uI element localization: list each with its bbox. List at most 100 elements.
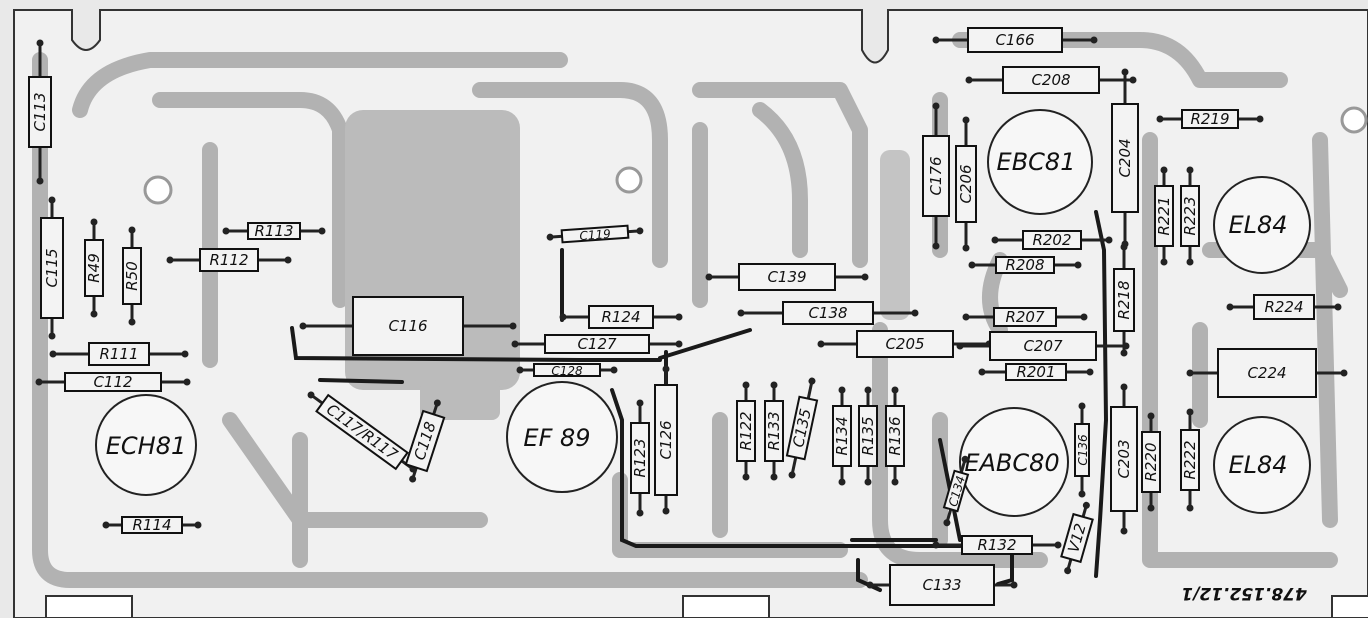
tube-ech81: ECH81 — [95, 394, 197, 496]
board-part-number: 478.152.12/1 — [1181, 583, 1308, 603]
component-body — [64, 372, 162, 392]
tube-el84-lower: EL84 — [1213, 416, 1311, 514]
component-r50: R50 — [122, 226, 142, 326]
component-label: C138 — [808, 304, 847, 322]
component-body — [764, 400, 784, 462]
solder-pad — [1186, 369, 1194, 377]
component-c203: C203 — [1110, 383, 1138, 535]
component-body — [1180, 185, 1200, 247]
solder-pad — [636, 227, 644, 235]
component-label: R134 — [833, 416, 851, 455]
component-body — [121, 516, 183, 534]
solder-pad — [128, 318, 136, 326]
component-c127: C127 — [511, 334, 683, 354]
component-body — [1113, 268, 1135, 332]
solder-pad — [1078, 490, 1086, 498]
component-label: R221 — [1155, 196, 1173, 235]
component-r220: R220 — [1141, 412, 1161, 512]
solder-pad — [546, 233, 554, 241]
component-body — [1217, 348, 1317, 398]
solder-pad — [961, 455, 969, 463]
solder-pad — [181, 350, 189, 358]
tube-ef89: EF 89 — [506, 381, 618, 493]
component-c119: C119 — [546, 224, 644, 244]
component-r135: R135 — [858, 386, 878, 486]
component-label: R114 — [132, 516, 171, 534]
solder-pad — [166, 256, 174, 264]
component-r136: R136 — [885, 386, 905, 486]
solder-pad — [433, 399, 441, 407]
solder-pad — [1078, 402, 1086, 410]
component-body — [247, 222, 301, 240]
tube-label: EABC80 — [964, 449, 1059, 477]
solder-pad — [90, 310, 98, 318]
component-r133: R133 — [764, 381, 784, 481]
solder-pad — [1080, 313, 1088, 321]
component-label: R222 — [1181, 440, 1199, 479]
component-body — [782, 301, 874, 325]
component-label: R201 — [1016, 363, 1055, 381]
component-body — [560, 224, 630, 244]
component-label: C208 — [1031, 71, 1070, 89]
component-body — [993, 307, 1057, 327]
component-body — [1154, 185, 1174, 247]
solder-pad — [1120, 383, 1128, 391]
solder-pad — [35, 378, 43, 386]
component-body — [955, 145, 977, 223]
solder-pad — [102, 521, 110, 529]
component-label: C207 — [1023, 337, 1063, 355]
solder-pad — [978, 368, 986, 376]
solder-pad — [705, 273, 713, 281]
component-c207: C207 — [956, 331, 1130, 361]
solder-pad — [817, 340, 825, 348]
solder-pad — [194, 521, 202, 529]
component-r49: R49 — [84, 218, 104, 318]
component-c176: C176 — [922, 102, 950, 250]
component-body — [1110, 406, 1138, 512]
component-label: R50 — [123, 261, 141, 291]
solder-pad — [49, 350, 57, 358]
solder-pad — [838, 386, 846, 394]
component-label: C205 — [885, 335, 924, 353]
solder-pad — [1082, 501, 1090, 509]
solder-pad — [1120, 243, 1128, 251]
component-c116: C116 — [299, 296, 517, 356]
solder-pad — [222, 227, 230, 235]
component-body — [199, 248, 259, 272]
component-c113: C113 — [28, 39, 52, 185]
component-body — [961, 535, 1033, 555]
component-r222: R222 — [1180, 408, 1200, 512]
component-r113: R113 — [222, 222, 326, 240]
copper-area — [420, 380, 500, 420]
mounting-hole — [1340, 106, 1368, 134]
component-label: C224 — [1247, 364, 1286, 382]
component-label: R136 — [886, 416, 904, 455]
solder-pad — [318, 227, 326, 235]
component-body — [785, 395, 819, 461]
component-c224: C224 — [1186, 348, 1348, 398]
component-body — [738, 263, 836, 291]
component-body — [1005, 363, 1067, 381]
component-body — [1180, 429, 1200, 491]
solder-pad — [737, 309, 745, 317]
solder-pad — [943, 519, 951, 527]
component-body — [588, 305, 654, 329]
solder-pad — [932, 242, 940, 250]
mounting-hole — [615, 166, 643, 194]
tube-label: EL84 — [1228, 451, 1287, 479]
component-r202: R202 — [991, 230, 1113, 250]
component-c128: C128 — [516, 363, 618, 378]
solder-pad — [1120, 349, 1128, 357]
component-label: R207 — [1005, 308, 1045, 326]
solder-pad — [1121, 68, 1129, 76]
solder-pad — [968, 261, 976, 269]
component-c115: C115 — [40, 196, 64, 340]
board-cutout — [682, 595, 770, 618]
solder-pad — [861, 273, 869, 281]
component-label: R111 — [99, 345, 138, 363]
solder-pad — [284, 256, 292, 264]
solder-pad — [962, 244, 970, 252]
copper-area — [880, 150, 910, 320]
component-label: R132 — [977, 536, 1016, 554]
